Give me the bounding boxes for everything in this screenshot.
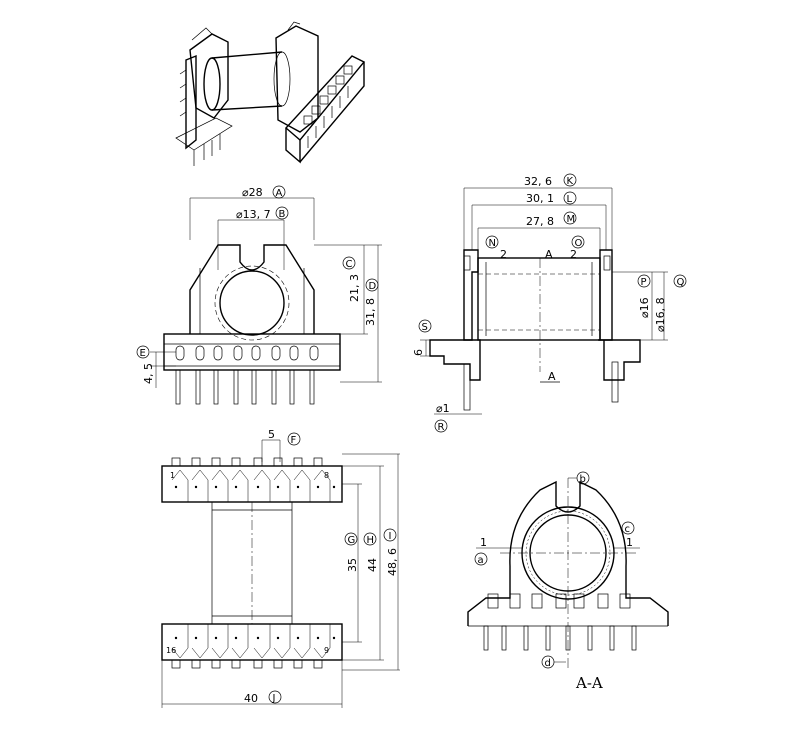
- dim-L-value: 30, 1: [526, 192, 554, 205]
- dim-a-value: 1: [480, 536, 487, 549]
- section-view: 1 1 a b c d A-A: [467, 471, 669, 692]
- marker-Q: [673, 274, 687, 288]
- marker-J-label: J: [272, 693, 276, 704]
- marker-A: [272, 185, 286, 199]
- marker-c: [621, 521, 635, 535]
- pin-label-16: 16: [166, 646, 176, 655]
- dim-c-value: 1: [626, 536, 633, 549]
- dim-K-value: 32, 6: [524, 175, 552, 188]
- section-caption: A-A: [575, 674, 603, 692]
- pin-label-9: 9: [324, 646, 329, 655]
- marker-H-label: H: [367, 535, 375, 546]
- dim-D-value: 31, 8: [364, 298, 377, 326]
- marker-c-label: c: [625, 524, 631, 535]
- top-view: 5 F: [161, 428, 400, 708]
- dim-N-value: 2: [500, 248, 507, 261]
- dim-J-value: 40: [244, 692, 258, 705]
- marker-M-label: M: [567, 214, 576, 225]
- dim-B-value: ⌀13, 7: [236, 208, 271, 221]
- side-view: 32, 6 30, 1 27, 8 K L M 2 2 N O A A: [412, 173, 687, 433]
- marker-K: [563, 173, 577, 187]
- marker-B-label: B: [279, 209, 286, 220]
- marker-S: [418, 319, 432, 333]
- marker-B: [275, 206, 289, 220]
- marker-E: [136, 345, 150, 359]
- marker-M: [563, 211, 577, 225]
- marker-H: [363, 532, 377, 546]
- marker-a-label: a: [478, 555, 484, 566]
- marker-L-label: L: [567, 194, 573, 205]
- marker-P-label: P: [641, 277, 647, 288]
- marker-I: [383, 528, 397, 542]
- section-A-top: A: [545, 248, 553, 261]
- dim-P-value: ⌀16: [638, 297, 651, 318]
- section-A-bottom: A: [548, 370, 556, 383]
- marker-I-label: I: [389, 531, 392, 542]
- dim-Q-value: ⌀16, 8: [654, 297, 667, 332]
- marker-Q-label: Q: [677, 277, 685, 288]
- isometric-view: [175, 21, 366, 166]
- marker-J: [268, 690, 282, 704]
- marker-a: [474, 552, 488, 566]
- marker-E-label: E: [140, 348, 146, 359]
- marker-G-label: G: [348, 535, 356, 546]
- marker-F-label: F: [291, 435, 297, 446]
- dim-H-value: 44: [366, 558, 379, 572]
- marker-C: [342, 256, 356, 270]
- front-view: ⌀28 A ⌀13, 7 B: [136, 185, 382, 405]
- dim-R-value: ⌀1: [436, 402, 450, 415]
- marker-C-label: C: [346, 259, 353, 270]
- dim-S-value: 6: [412, 349, 425, 356]
- marker-O-label: O: [575, 238, 583, 249]
- pin-label-1: 1: [170, 471, 175, 480]
- marker-D-label: D: [369, 281, 377, 292]
- marker-N: [485, 235, 499, 249]
- pin-label-8: 8: [324, 471, 329, 480]
- dim-I-value: 48, 6: [386, 548, 399, 576]
- marker-d-label: d: [545, 658, 551, 669]
- marker-R-label: R: [438, 422, 445, 433]
- marker-A-label: A: [276, 188, 283, 199]
- dim-E-value: 4, 5: [142, 363, 155, 384]
- marker-O: [571, 235, 585, 249]
- marker-b-label: b: [580, 474, 586, 485]
- marker-K-label: K: [567, 176, 574, 187]
- marker-R: [434, 419, 448, 433]
- dim-O-value: 2: [570, 248, 577, 261]
- marker-P: [637, 274, 651, 288]
- marker-F: [287, 432, 301, 446]
- dim-G-value: 35: [346, 558, 359, 572]
- dim-M-value: 27, 8: [526, 215, 554, 228]
- marker-D: [365, 278, 379, 292]
- dim-F-value: 5: [268, 428, 275, 441]
- marker-S-label: S: [422, 322, 428, 333]
- marker-N-label: N: [489, 238, 496, 249]
- marker-G: [344, 532, 358, 546]
- marker-L: [563, 191, 577, 205]
- dim-C-value: 21, 3: [348, 274, 361, 302]
- dim-A-value: ⌀28: [242, 186, 263, 199]
